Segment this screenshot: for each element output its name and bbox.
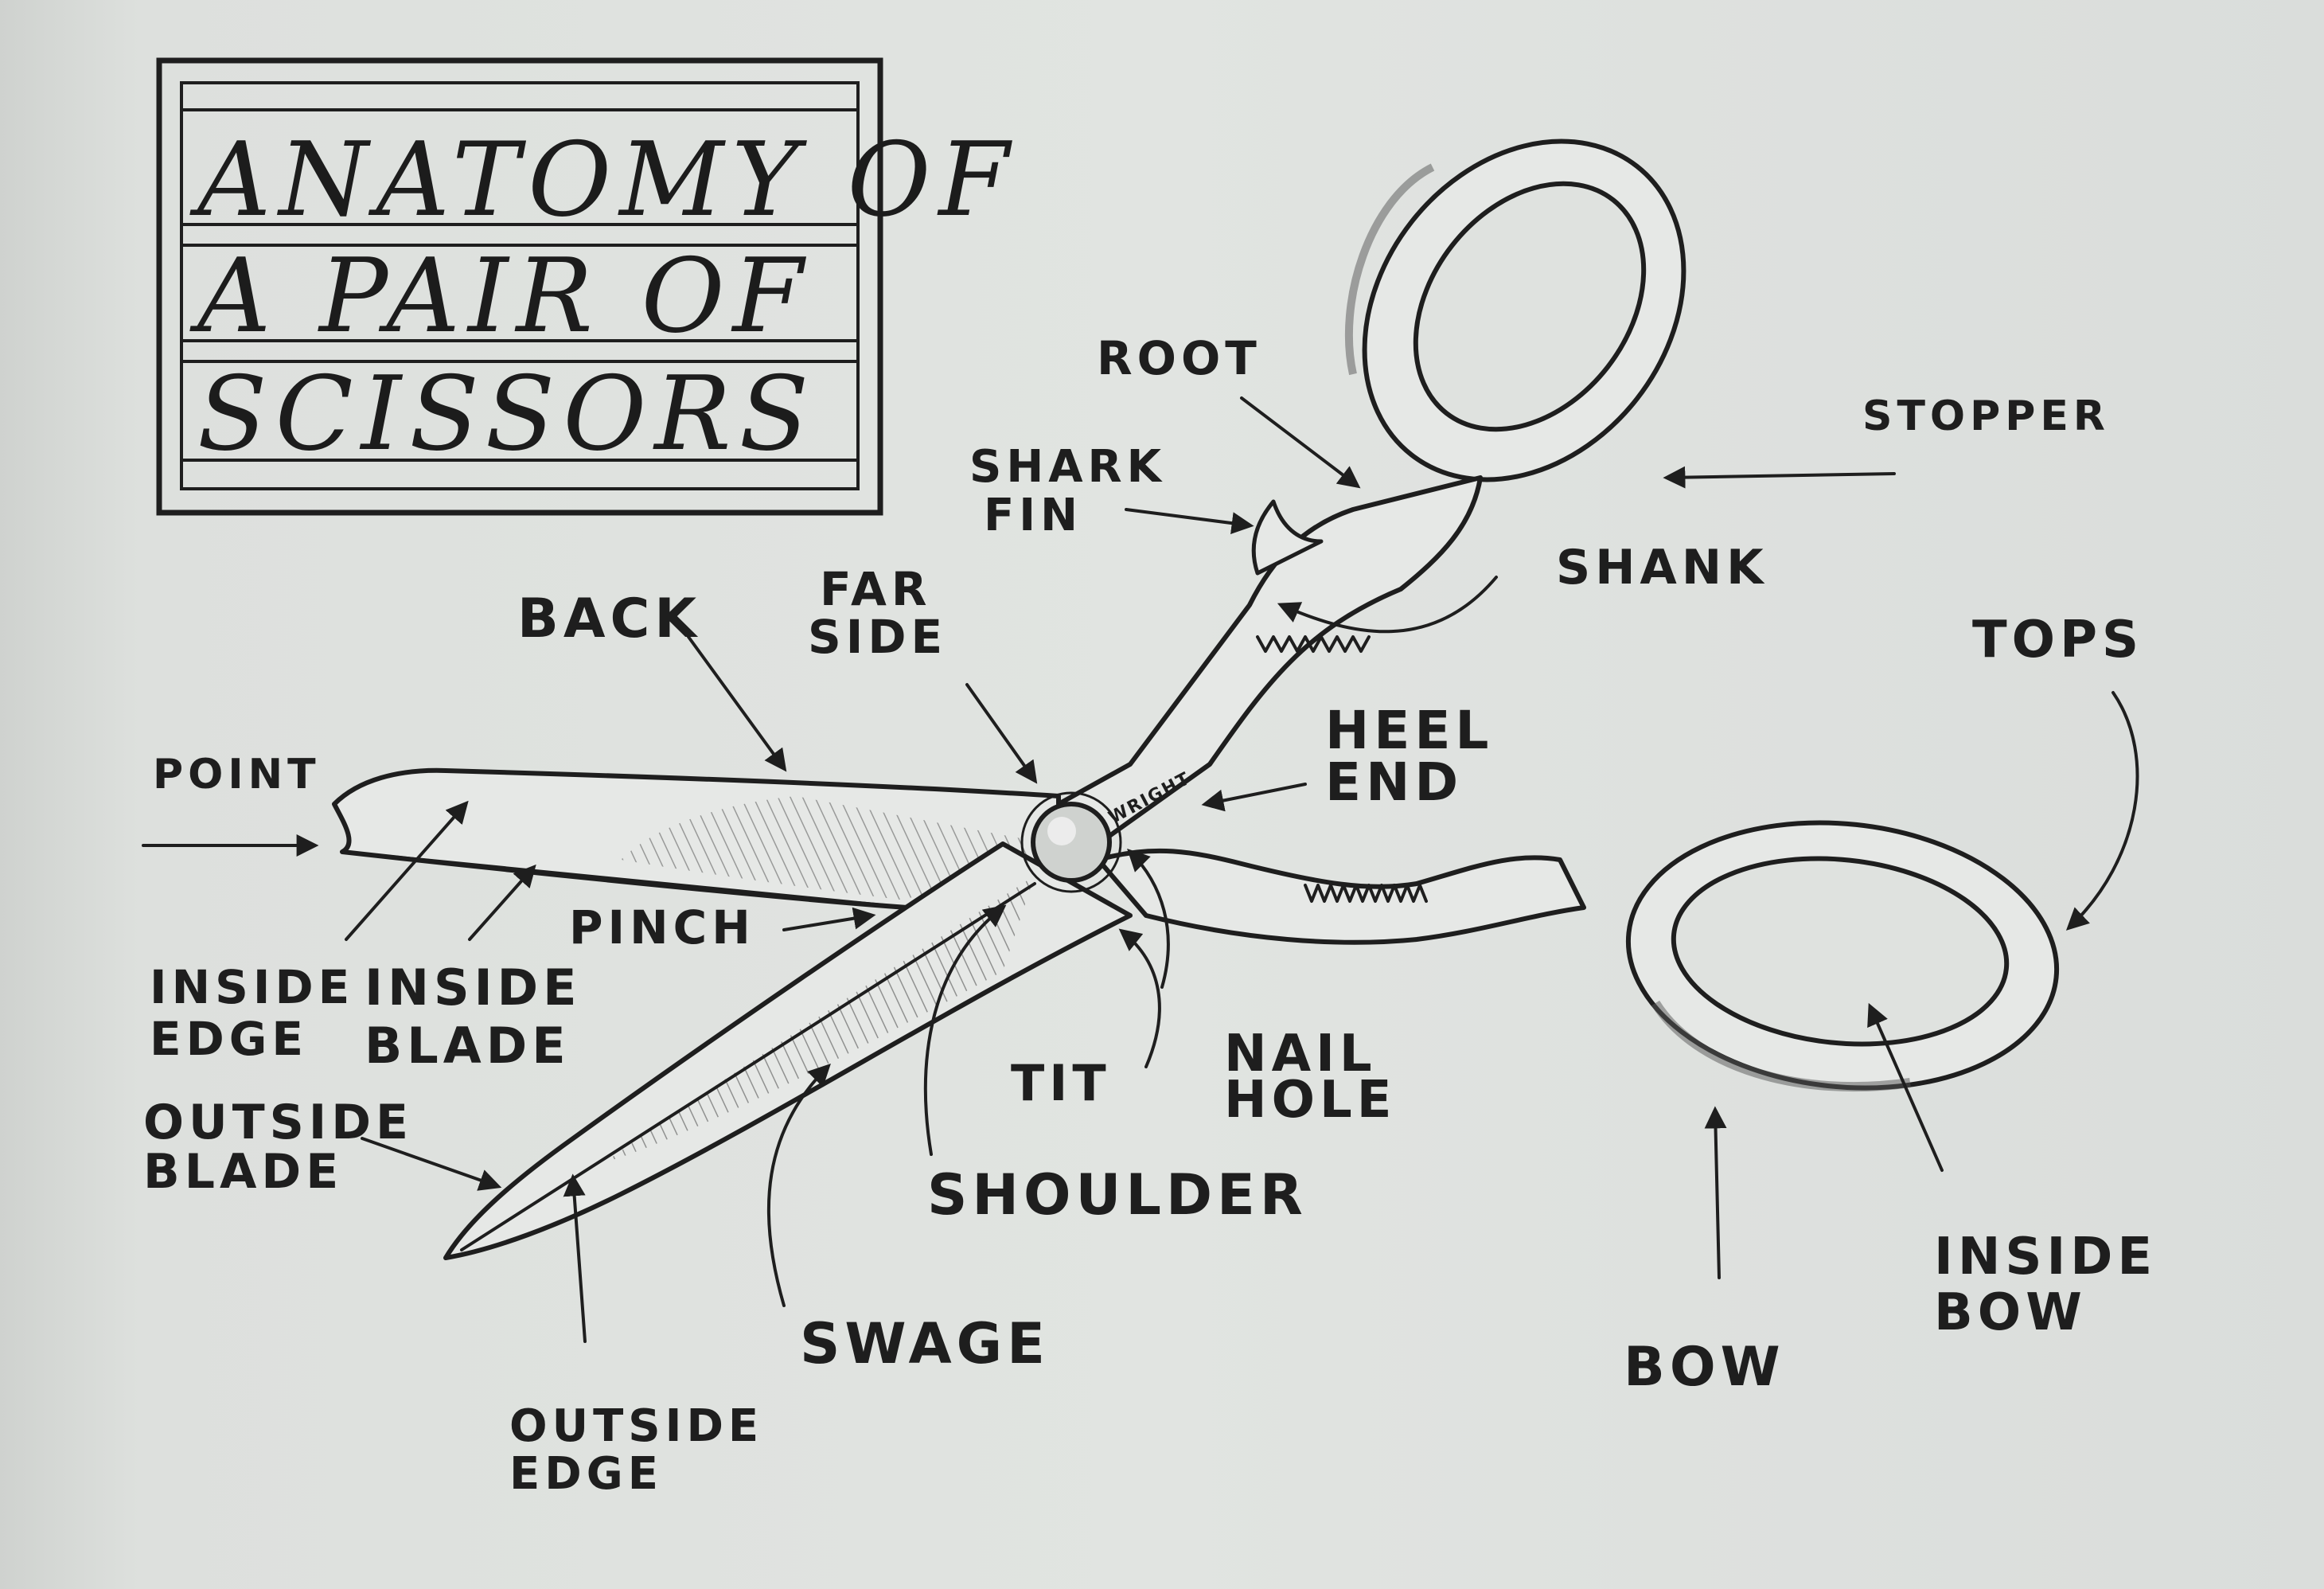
arrow-root — [1240, 396, 1361, 489]
label-tops: TOPS — [1972, 611, 2143, 670]
title-frame-outer — [156, 57, 883, 516]
label-heel-end-2: END — [1325, 752, 1463, 813]
upper-blade-hatch — [621, 796, 1051, 900]
arrow-inside-bow — [1867, 1002, 1944, 1172]
upper-bow — [1344, 139, 1686, 482]
arrow-inside-blade — [468, 864, 536, 941]
arrow-shark-fin — [1125, 508, 1254, 535]
label-outside-edge-2: EDGE — [509, 1448, 663, 1500]
arrow-far-side — [965, 683, 1038, 784]
label-bow: BOW — [1624, 1336, 1785, 1399]
label-point: POINT — [153, 751, 321, 798]
label-outside-blade-1: OUTSIDE — [143, 1095, 413, 1150]
label-inside-blade-2: BLADE — [365, 1017, 571, 1075]
arrow-tit — [1118, 928, 1161, 1068]
arrow-inside-edge — [345, 800, 469, 941]
label-shark-fin-1: SHARK — [969, 441, 1166, 493]
label-inside-bow-2: BOW — [1934, 1283, 2087, 1342]
label-far-side-1: FAR — [820, 562, 932, 616]
label-far-side-2: SIDE — [808, 610, 947, 664]
arrow-outside-blade — [361, 1137, 502, 1191]
label-nail-hole-1: NAIL — [1224, 1025, 1377, 1083]
label-inside-edge-2: EDGE — [150, 1012, 308, 1066]
title-frame-inner — [180, 81, 860, 490]
label-root: ROOT — [1097, 331, 1261, 385]
label-shank: SHANK — [1556, 540, 1768, 595]
label-nail-hole-2: HOLE — [1224, 1071, 1396, 1130]
arrow-nail-hole — [1127, 849, 1170, 989]
arrow-bow — [1704, 1106, 1727, 1279]
pivot-screw — [1031, 802, 1112, 883]
leader-arrows — [142, 396, 2139, 1343]
arrow-shank — [1277, 576, 1498, 634]
shank-serration — [1256, 635, 1371, 653]
lower-blade-edge — [460, 882, 1036, 1251]
title-line-2: A PAIR OF — [189, 237, 811, 356]
arrow-pinch — [782, 907, 876, 931]
label-shoulder: SHOULDER — [927, 1162, 1308, 1228]
title-line-3: SCISSORS — [197, 355, 817, 474]
arrow-tops — [2065, 691, 2139, 931]
part-labels: ROOT SHARK FIN STOPPER SHANK BACK FAR SI… — [143, 331, 2157, 1500]
label-pinch: PINCH — [569, 900, 755, 955]
upper-blade-edge — [341, 850, 909, 909]
arrow-shoulder — [923, 904, 1007, 1156]
arrow-swage — [766, 1064, 831, 1307]
label-outside-edge-1: OUTSIDE — [509, 1400, 763, 1452]
arrow-heel-end — [1201, 783, 1307, 812]
label-inside-blade-1: INSIDE — [365, 958, 582, 1017]
shark-fin — [1251, 499, 1324, 576]
label-inside-edge-1: INSIDE — [150, 960, 354, 1014]
arrow-stopper — [1663, 466, 1896, 489]
label-stopper: STOPPER — [1862, 392, 2110, 440]
label-swage: SWAGE — [800, 1311, 1050, 1376]
lower-serration — [1304, 884, 1428, 903]
label-outside-blade-2: BLADE — [143, 1144, 343, 1200]
scissors: WRIGHT — [332, 139, 2060, 1260]
lower-bow — [1625, 820, 2060, 1092]
title-box: ANATOMY OF A PAIR OF SCISSORS — [156, 57, 1017, 516]
label-shark-fin-2: FIN — [984, 490, 1082, 541]
title-line-1: ANATOMY OF — [189, 121, 1017, 240]
label-tit: TIT — [1011, 1054, 1111, 1112]
arrow-outside-edge — [563, 1173, 587, 1343]
label-back: BACK — [517, 588, 701, 650]
lower-shank — [1096, 848, 1586, 945]
arrow-back — [687, 635, 787, 772]
label-heel-end-1: HEEL — [1325, 700, 1493, 761]
label-inside-bow-1: INSIDE — [1934, 1228, 2157, 1286]
